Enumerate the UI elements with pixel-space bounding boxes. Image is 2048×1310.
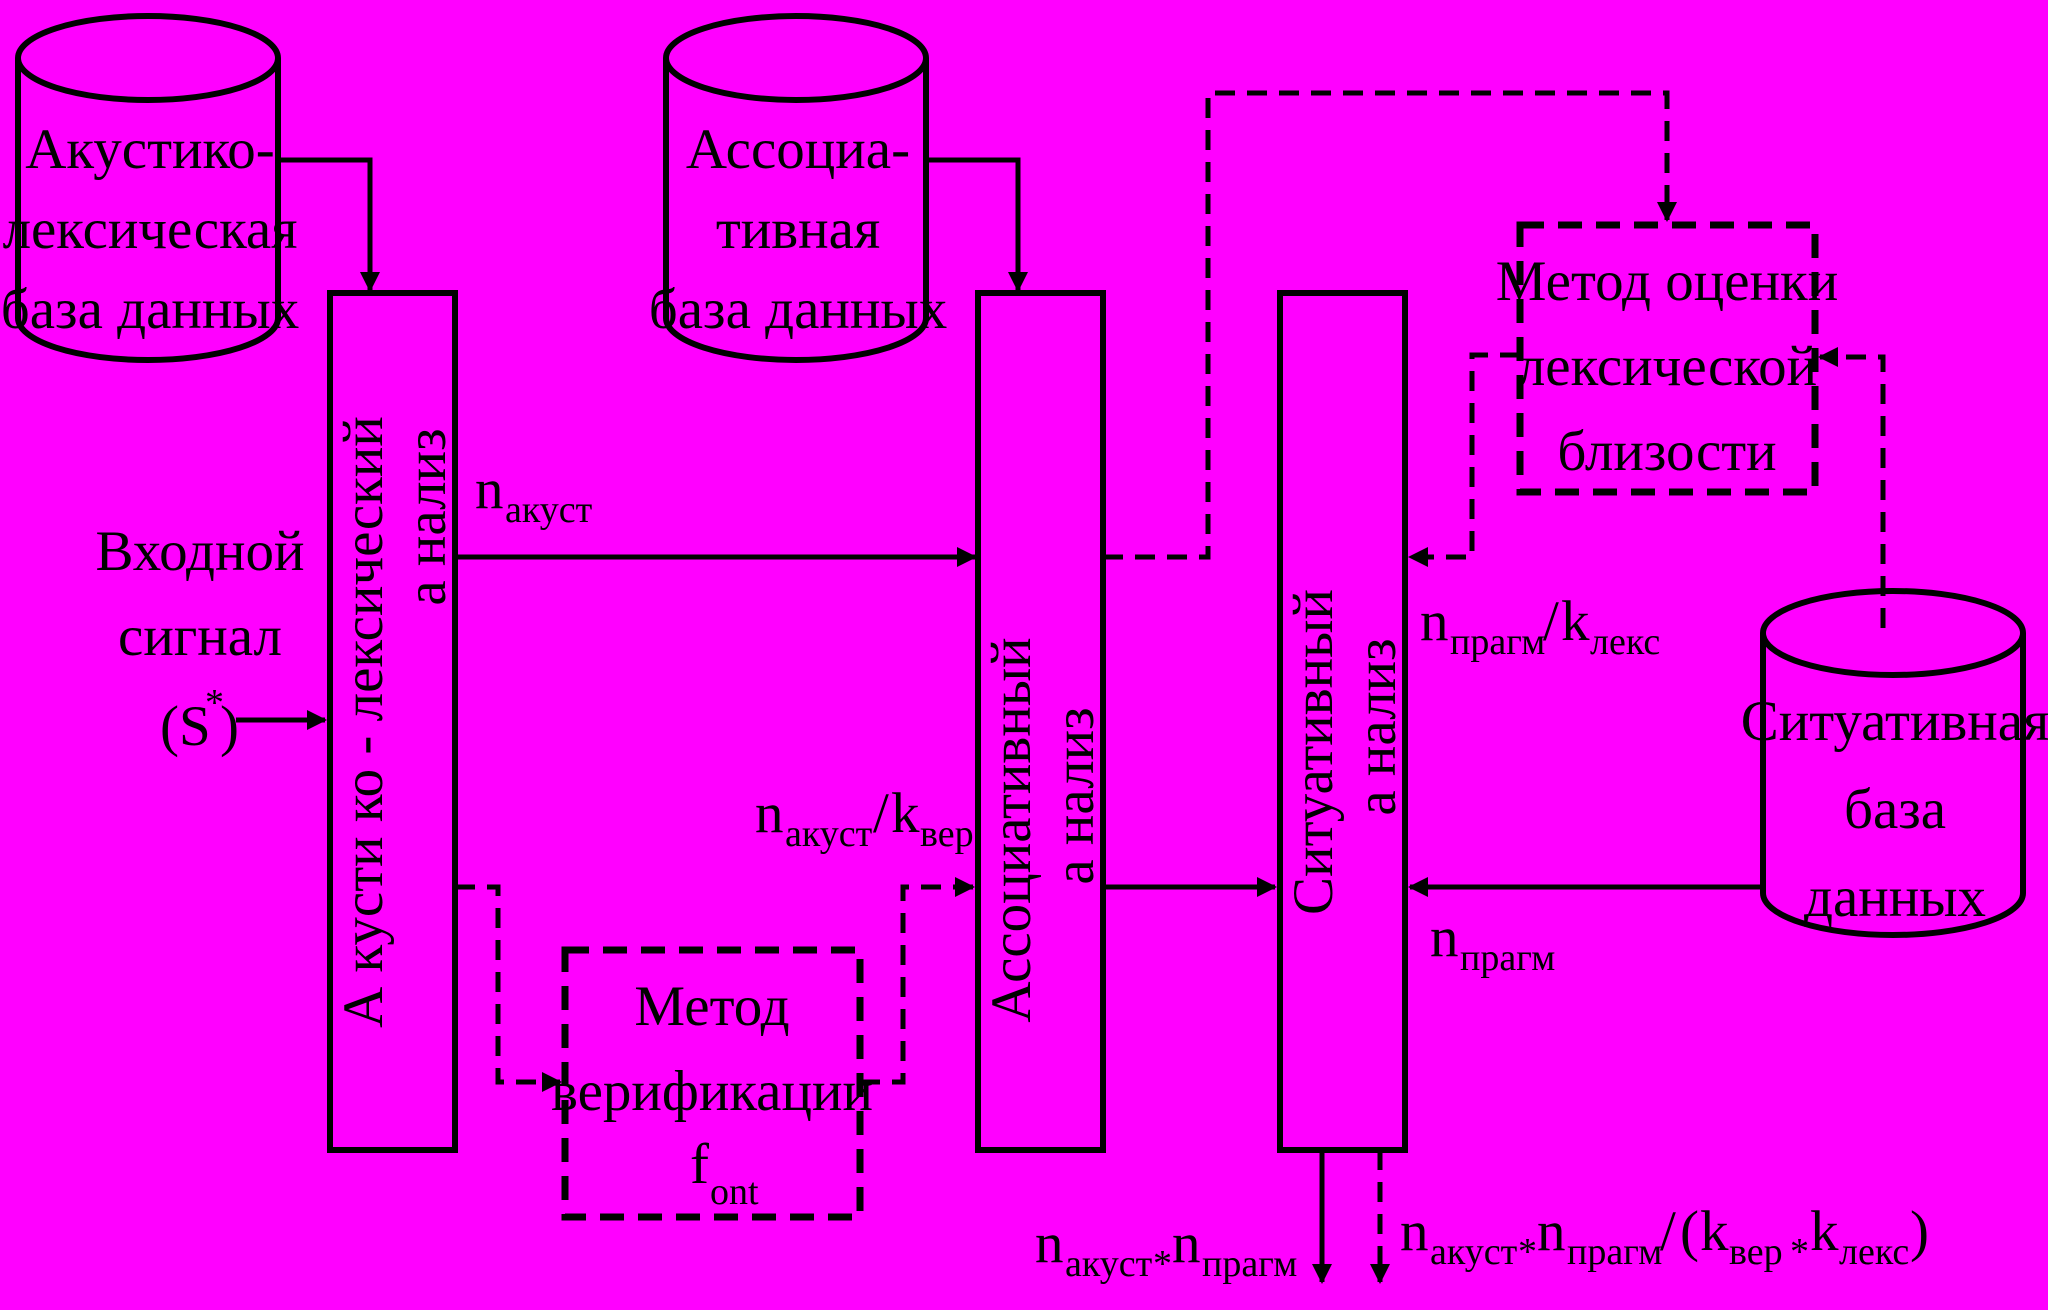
associative-db-to-analysis-arrow — [926, 157, 1028, 292]
k-ver-subscript: вер — [920, 813, 974, 855]
n-akust-subscript: акуст — [1430, 1231, 1518, 1273]
n-symbol: n — [1172, 1212, 1201, 1275]
acoustic-to-verification-arrow — [455, 884, 562, 1092]
input-signal-s-sup: * — [205, 682, 224, 724]
k-symbol: k — [1810, 1200, 1839, 1263]
slash-symbol: / — [1543, 590, 1559, 653]
lexical-method-label-1: Метод оценки — [1496, 250, 1839, 313]
n-akust-subscript: акуст — [1065, 1243, 1153, 1285]
associative-analysis-label-1: Ассоциативный — [980, 637, 1043, 1022]
label-output-product: n акуст * n прагм — [1035, 1212, 1297, 1285]
verification-to-associative-arrow — [860, 877, 975, 1085]
n-pragm-subscript: прагм — [1450, 621, 1545, 663]
k-symbol: k — [1561, 590, 1590, 653]
star-symbol: * — [1153, 1243, 1172, 1285]
slash-symbol: / — [1660, 1200, 1676, 1263]
k-symbol: k — [891, 782, 920, 845]
associative-analysis-block: Ассоциативный а нализ — [975, 290, 1106, 1153]
acoustic-db-label-2: лексическая — [3, 198, 298, 261]
associative-analysis-label-2: а нализ — [1043, 707, 1106, 884]
verification-method-label-2: верификации — [551, 1060, 873, 1123]
acoustic-lexical-analysis-block: А кусти ко - лексический а нализ — [327, 290, 458, 1153]
open-paren-symbol: ( — [1680, 1200, 1699, 1263]
associative-db-label-3: база данных — [649, 278, 947, 341]
situational-db-label-1: Ситуативная — [1741, 690, 2048, 753]
input-signal-label-1: Входной — [96, 520, 305, 583]
lexical-method-label-3: близости — [1557, 420, 1776, 483]
lexical-method-label-2: лексической — [1517, 335, 1817, 398]
k-ver-subscript: вер — [1729, 1231, 1783, 1273]
n-symbol: n — [755, 782, 784, 845]
acoustic-db-to-analysis-arrow — [278, 157, 380, 292]
situational-db-label-2: база — [1844, 778, 1946, 841]
n-symbol: n — [475, 458, 504, 521]
verification-f-symbol: f — [690, 1133, 709, 1196]
input-signal-close: ) — [220, 695, 239, 758]
n-symbol: n — [1537, 1200, 1566, 1263]
label-n-akust: n акуст — [475, 458, 593, 531]
close-paren-symbol: ) — [1910, 1200, 1929, 1263]
n-symbol: n — [1420, 590, 1449, 653]
verification-f-subscript: ont — [710, 1171, 759, 1213]
n-symbol: n — [1430, 906, 1459, 969]
label-n-akust-k-ver: n акуст / k вер — [755, 782, 974, 855]
situational-analysis-label-1: Ситуативный — [1282, 589, 1345, 915]
input-signal-label: Входной сигнал (S * ) — [96, 520, 305, 758]
input-signal-label-2: сигнал — [118, 605, 282, 668]
n-symbol: n — [1400, 1200, 1429, 1263]
label-output-ratio: n акуст * n прагм / ( k вер * k лекс ) — [1400, 1200, 1929, 1273]
k-symbol: k — [1700, 1200, 1729, 1263]
associative-to-lexical-method-arrow — [1103, 90, 1677, 560]
n-pragm-subscript: прагм — [1202, 1243, 1297, 1285]
acoustic-db-label-1: Акустико- — [25, 118, 275, 181]
input-signal-s: (S — [160, 695, 211, 758]
label-n-pragm: n прагм — [1430, 906, 1555, 979]
k-leks-subscript: лекс — [1590, 621, 1660, 663]
situational-db-label-3: данных — [1804, 866, 1986, 929]
associative-db-label-1: Ассоциа- — [686, 118, 910, 181]
verification-method-box: Метод верификации f ont — [551, 946, 873, 1221]
verification-method-label-1: Метод — [634, 975, 789, 1038]
k-leks-subscript: лекс — [1839, 1231, 1909, 1273]
situational-analysis-label-2: а нализ — [1345, 638, 1408, 815]
lexical-proximity-method-box: Метод оценки лексической близости — [1496, 221, 1839, 496]
label-n-pragm-k-leks: n прагм / k лекс — [1420, 590, 1660, 663]
acoustic-analysis-label-2: а нализ — [395, 428, 458, 605]
n-akust-subscript: акуст — [505, 489, 593, 531]
lexical-method-to-situational-arrow — [1408, 352, 1520, 567]
n-pragm-subscript: прагм — [1567, 1231, 1662, 1273]
acoustic-db-label-3: база данных — [1, 278, 299, 341]
situational-database: Ситуативная база данных — [1741, 588, 2048, 938]
acoustic-analysis-label-1: А кусти ко - лексический — [332, 416, 395, 1028]
star-symbol: * — [1790, 1231, 1809, 1273]
acoustic-lexical-database: Акустико- лексическая база данных — [1, 13, 299, 363]
slash-symbol: / — [873, 782, 889, 845]
situational-analysis-block: Ситуативный а нализ — [1277, 290, 1408, 1153]
associative-database: Ассоциа- тивная база данных — [649, 13, 947, 363]
n-symbol: n — [1035, 1212, 1064, 1275]
associative-db-label-2: тивная — [716, 198, 880, 261]
n-pragm-subscript: прагм — [1460, 937, 1555, 979]
star-symbol: * — [1518, 1231, 1537, 1273]
n-akust-subscript: акуст — [785, 813, 873, 855]
situational-db-to-lexical-method-arrow — [1818, 347, 1886, 628]
